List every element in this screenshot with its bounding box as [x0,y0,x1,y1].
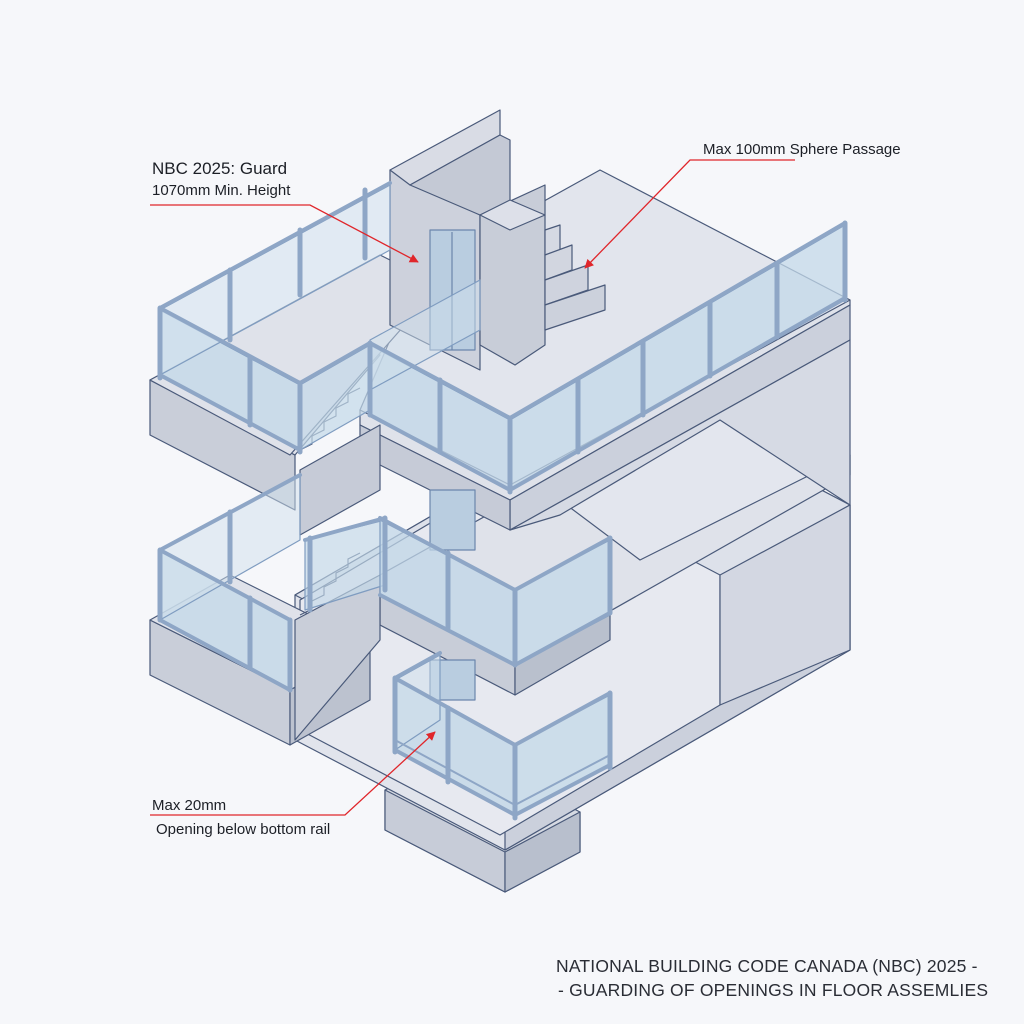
glass-guards [159,184,846,816]
stair-core [294,109,606,741]
opening-callout-detail: Opening below bottom rail [156,821,331,838]
sphere-callout: Max 100mm Sphere Passage [703,141,901,158]
guard-posts [157,187,848,821]
guard-callout-title: NBC 2025: Guard [152,159,288,178]
drawing-title-line2: - GUARDING OF OPENINGS IN FLOOR ASSEMLIE… [558,980,989,1000]
drawing-title-line1: NATIONAL BUILDING CODE CANADA (NBC) 2025… [556,956,978,976]
callout-leaders [150,159,795,816]
handrails-and-posts [158,181,847,818]
sphere-leader-line [584,159,795,269]
opening-leader-line [150,731,436,816]
guard-leader-line [150,204,419,263]
guard-callout-height: 1070mm Min. Height [152,182,291,199]
opening-callout-title: Max 20mm [152,797,227,814]
